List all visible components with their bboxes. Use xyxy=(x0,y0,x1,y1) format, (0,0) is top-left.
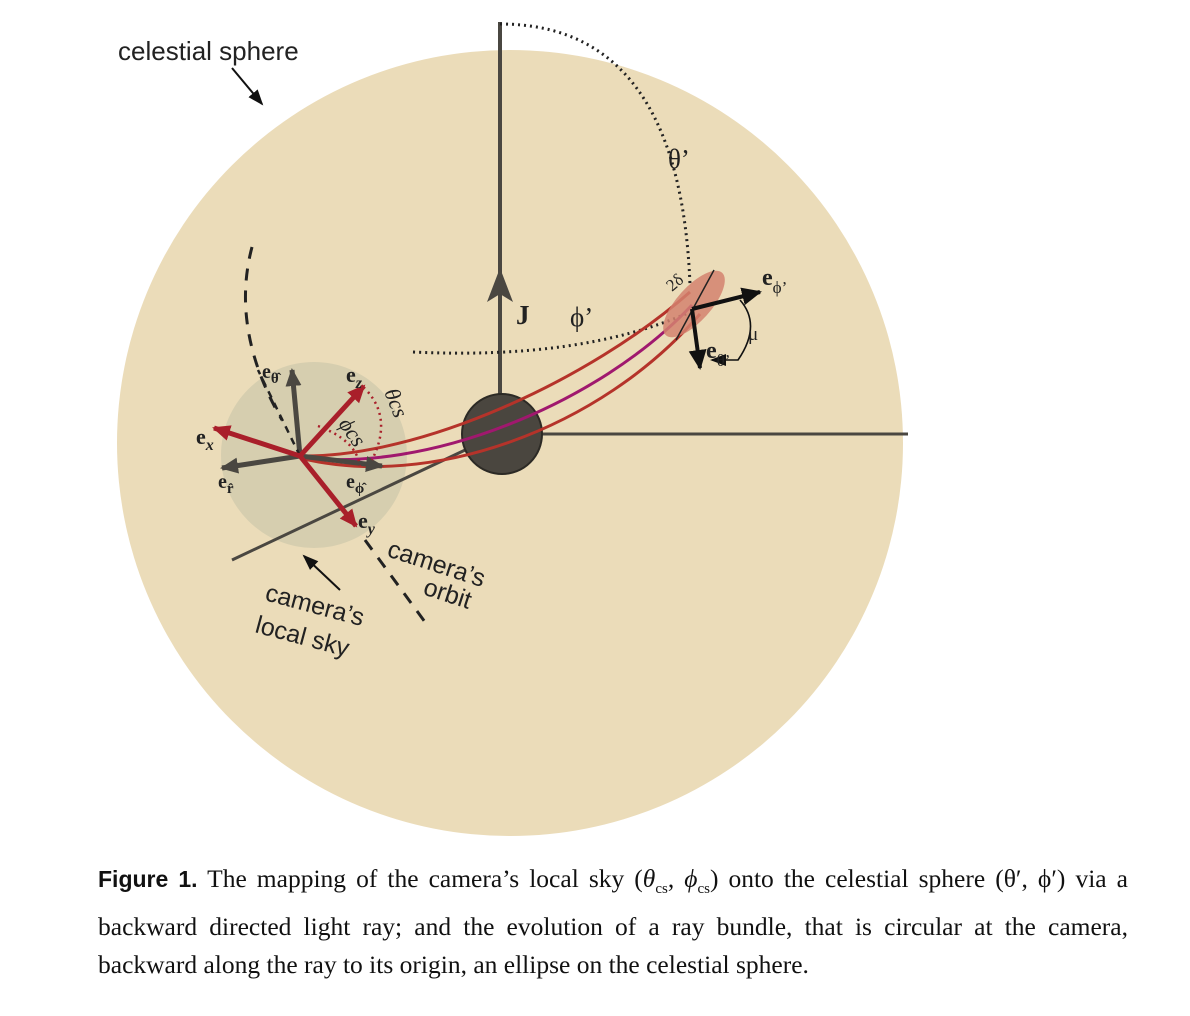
e-phi-prime-label: eϕ’ xyxy=(762,265,787,297)
local-sky-dashed xyxy=(256,369,302,457)
ray-bundle-lower xyxy=(299,313,702,469)
caption-theta: θ xyxy=(642,864,656,893)
caption-comma: , xyxy=(667,864,685,893)
caption-text-1: The mapping of the camera’s local sky ( xyxy=(197,864,643,893)
e-x-label: ex xyxy=(196,424,214,454)
ellipse-minor-axis xyxy=(675,269,715,341)
J-label: J xyxy=(516,300,530,330)
e-phi-hat-vector xyxy=(299,453,384,473)
caption-cs-1: cs xyxy=(655,881,668,898)
e-y-label: ey xyxy=(358,508,376,538)
e-phi-prime-vector xyxy=(691,287,762,311)
mu-angle-arc xyxy=(710,299,752,366)
e-r-hat-label: er̂ xyxy=(218,471,234,497)
mu-label: μ xyxy=(748,324,758,345)
e-theta-prime-label: eθ’ xyxy=(706,338,730,370)
e-theta-hat-vector xyxy=(285,368,303,457)
e-theta-prime-vector xyxy=(688,308,707,370)
e-z-vector xyxy=(298,384,366,458)
theta-prime-label: θ’ xyxy=(668,144,690,174)
e-phi-hat-label: eϕ̂ xyxy=(346,471,367,497)
theta-cs-arc xyxy=(367,391,383,461)
figure-caption: Figure 1. The mapping of the camera’s lo… xyxy=(98,860,1128,984)
ray-bundle-ellipse xyxy=(663,270,725,338)
caption-text-2: ) onto the celestial sphere (θ′, ϕ′) via… xyxy=(98,864,1128,980)
e-theta-hat-label: eθ̂ xyxy=(262,361,282,387)
e-z-label: ez xyxy=(346,362,363,392)
camera-orbit-curve-lower xyxy=(363,539,427,623)
phi-prime-label: ϕ’ xyxy=(570,302,593,332)
local-sky-pointer xyxy=(302,554,341,591)
caption-cs-2: cs xyxy=(697,881,710,898)
figure-label: Figure 1. xyxy=(98,866,198,892)
celestial-sphere-label: celestial sphere xyxy=(118,36,299,66)
e-r-hat-vector xyxy=(220,453,301,474)
e-x-vector xyxy=(212,425,301,459)
caption-phi: ϕ xyxy=(684,864,698,893)
black-hole xyxy=(461,393,543,475)
spin-axis-arrowhead xyxy=(487,268,513,302)
ray-bundle-upper xyxy=(299,290,691,458)
phi-cs-arc xyxy=(317,424,362,467)
orbit-axis-line xyxy=(231,441,481,562)
e-y-vector xyxy=(298,454,358,528)
celestial-sphere-pointer xyxy=(231,67,264,106)
figure-diagram: celestial sphere J θ’ ϕ’ 2δ eϕ’ eθ’ μ θc… xyxy=(117,22,908,836)
central-light-ray xyxy=(299,303,694,462)
camera-orbit-curve xyxy=(243,246,284,421)
